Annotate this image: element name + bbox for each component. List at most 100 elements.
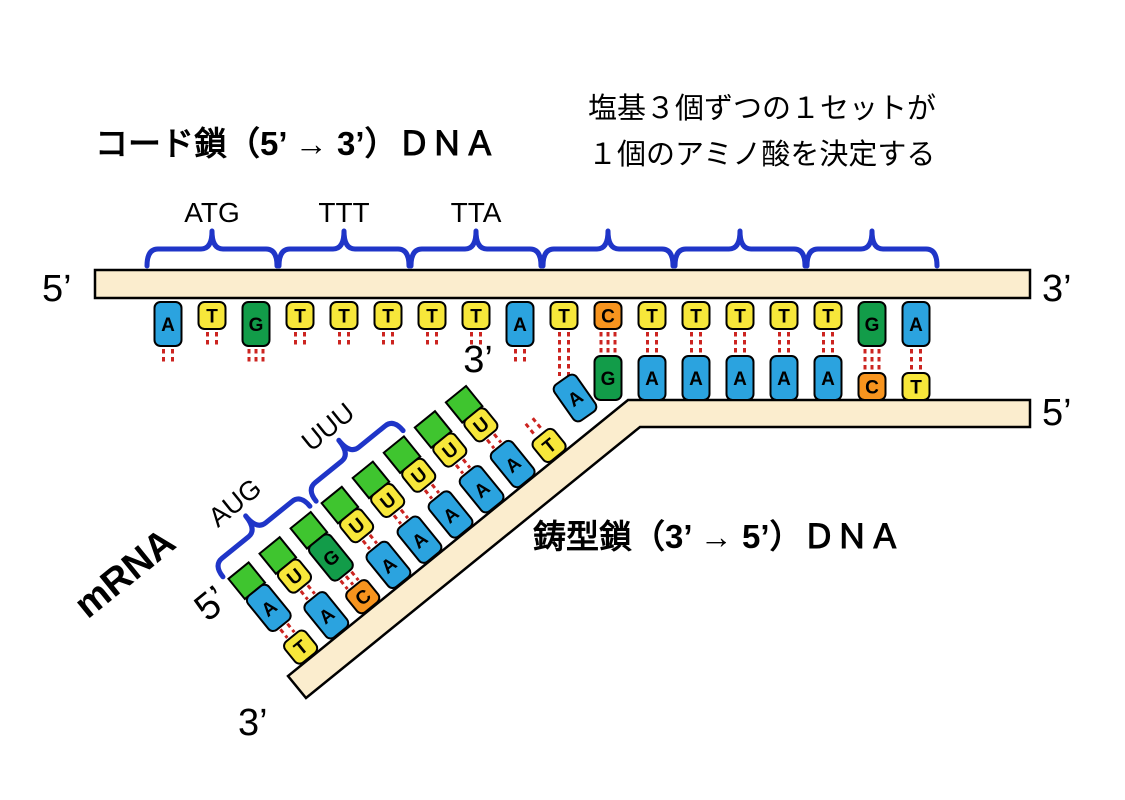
hydrogen-bond (279, 628, 289, 639)
template-base-A-box (303, 591, 350, 640)
coding-base-T-box (637, 301, 667, 330)
hydrogen-bond (361, 539, 371, 551)
mrna-base-G-box (307, 533, 354, 582)
coding-base-T-box (373, 301, 403, 330)
coding-base-A-letter: A (909, 315, 923, 336)
template-base-A-box (427, 490, 474, 539)
coding-base-A-box (505, 301, 535, 347)
template-base-G-letter: G (601, 369, 616, 390)
coding-base-A-letter: A (161, 315, 175, 336)
coding-base-C-box (593, 301, 623, 330)
hydrogen-bond (485, 438, 496, 450)
coding-base-T-letter: T (470, 307, 482, 328)
coding-base-T-letter: T (338, 307, 350, 328)
coding-base-T-letter: T (426, 307, 438, 328)
hydrogen-bond (423, 489, 434, 500)
coding-base-T-letter: T (646, 307, 658, 328)
hydrogen-bond (399, 508, 410, 520)
coding-base-T-box (549, 301, 579, 330)
codon-label: ATG (184, 197, 239, 228)
coding-base-A-letter: A (513, 315, 527, 336)
mrna-codon-bracket (308, 420, 406, 504)
coding-base-A-box (153, 301, 183, 347)
template-base-A-box (813, 355, 843, 401)
codon-bracket (144, 228, 280, 269)
template-base-A-letter: A (645, 369, 659, 390)
template-base-A-box (552, 373, 598, 423)
codon-brackets-group: ATG TTT TTA (144, 197, 940, 269)
template-base-G-box (593, 355, 623, 401)
codon-label: TTA (451, 197, 502, 228)
annotation-line-1: 塩基３個ずつの１セットが (588, 92, 936, 125)
coding-base-T-box (197, 301, 227, 330)
mrna-base-U-box (276, 558, 313, 594)
hydrogen-bond (299, 590, 309, 601)
coding-base-T-box (417, 301, 447, 330)
hydrogen-bond (368, 533, 378, 545)
hydrogen-bond (492, 433, 503, 444)
codon-bracket (672, 228, 808, 269)
coding-base-G-box (241, 301, 271, 347)
coding-base-T-box (769, 301, 799, 330)
template-base-A-letter: A (777, 369, 791, 390)
template-base-A-box (458, 465, 505, 514)
coding-base-A-box (901, 301, 931, 347)
template-base-C-box (857, 372, 887, 401)
hydrogen-bond (286, 622, 296, 634)
template-base-A-letter: A (733, 369, 747, 390)
template-base-A-box (769, 355, 799, 401)
template-strand-3prime-label: 3’ (238, 702, 268, 744)
coding-base-G-letter: G (249, 315, 264, 336)
coding-base-T-letter: T (558, 307, 570, 328)
mrna-base-U-box (339, 508, 375, 544)
template-bend-base-group: A (552, 373, 598, 423)
codon-bracket (540, 228, 676, 269)
template-base-A-box (725, 355, 755, 401)
coding-base-T-box (813, 301, 843, 330)
mrna-base-U-box (432, 432, 468, 468)
coding-base-T-letter: T (778, 307, 790, 328)
codon-bracket (408, 228, 544, 269)
template-base-A-letter: A (689, 369, 703, 390)
coding-base-T-letter: T (294, 307, 306, 328)
coding-base-T-box (681, 301, 711, 330)
template-base-T-box (901, 372, 931, 401)
hydrogen-bond (344, 575, 355, 586)
template-base-C-box (345, 579, 381, 615)
coding-base-T-box (329, 301, 359, 330)
template-base-T-letter: T (910, 378, 922, 399)
hydrogen-bond (454, 463, 465, 475)
coding-strand-5prime-label: 5’ (42, 268, 72, 310)
template-base-A-letter: A (821, 369, 835, 390)
template-strand-title: 鋳型鎖（3’ → 5’）ＤＮＡ (533, 518, 902, 555)
annotation-line-2: １個のアミノ酸を決定する (588, 138, 935, 171)
hydrogen-bond (461, 458, 472, 469)
mrna-3prime-label: 3’ (463, 339, 493, 381)
coding-base-T-letter: T (822, 307, 834, 328)
template-base-A-box (365, 540, 412, 590)
coding-base-T-box (461, 301, 491, 330)
coding-base-T-letter: T (734, 307, 746, 328)
coding-strand-title: コード鎖（5’ → 3’）ＤＮＡ (95, 125, 497, 162)
coding-strand-bar (93, 268, 1032, 300)
template-base-T-box (531, 427, 567, 464)
template-base-A-box (489, 439, 536, 489)
codon-label: TTT (318, 197, 369, 228)
template-base-T-box (283, 629, 319, 665)
coding-base-C-letter: C (601, 307, 615, 328)
template-strand-5prime-label: 5’ (1042, 392, 1072, 434)
coding-base-G-letter: G (865, 315, 880, 336)
template-base-C-letter: C (865, 378, 879, 399)
codon-bracket (804, 228, 940, 269)
codon-bracket (276, 228, 412, 269)
hydrogen-bond (392, 514, 403, 525)
template-base-A-box (681, 355, 711, 401)
coding-base-T-letter: T (206, 307, 218, 328)
template-base-A-box (396, 515, 443, 564)
mrna-base-U-box (463, 407, 499, 443)
mrna-base-U-box (401, 457, 437, 493)
coding-base-T-letter: T (690, 307, 702, 328)
